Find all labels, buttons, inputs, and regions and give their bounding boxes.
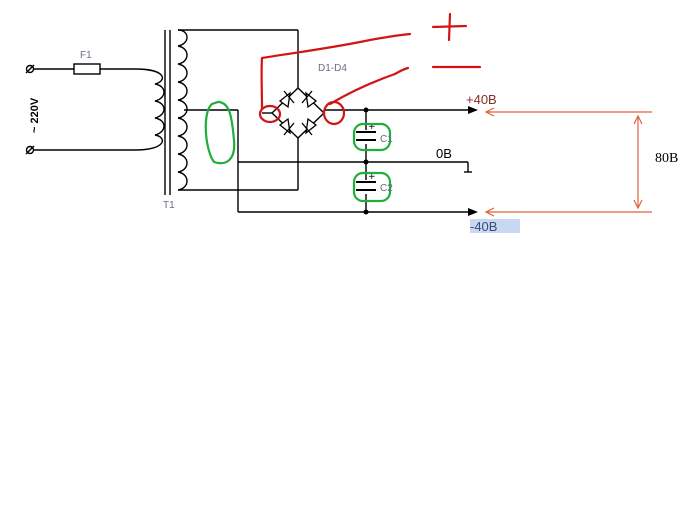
transformer-core (164, 30, 171, 195)
input-voltage-label: ~ 220V (29, 97, 41, 133)
red-annotations (258, 12, 482, 126)
fuse-label: F1 (80, 50, 92, 61)
voltage-dimension-arrows (484, 107, 652, 217)
output-rails (238, 106, 478, 216)
primary-wiring (34, 68, 135, 151)
out-zero-label: 0B (436, 146, 452, 161)
total-voltage-label: 80B (655, 151, 678, 166)
out-neg-label: -40B (470, 219, 497, 234)
diode-bridge (270, 87, 326, 139)
input-terminal-bottom (25, 145, 35, 155)
out-pos-label: +40B (466, 92, 497, 107)
secondary-wiring (178, 29, 472, 212)
neg-label-highlight (470, 219, 520, 233)
svg-text:+: + (368, 172, 376, 182)
cap1-label: C1 (380, 134, 393, 145)
svg-text:+: + (368, 122, 376, 132)
transformer-label: T1 (163, 200, 175, 211)
cap2-label: C2 (380, 183, 393, 194)
green-annotations (204, 100, 392, 203)
primary-winding (134, 68, 165, 151)
secondary-winding (177, 29, 188, 191)
capacitor-c1: + (356, 122, 376, 144)
input-terminal-top (25, 64, 35, 74)
fuse (73, 63, 101, 75)
capacitor-c2: + (356, 172, 376, 194)
bridge-label: D1-D4 (318, 63, 347, 74)
